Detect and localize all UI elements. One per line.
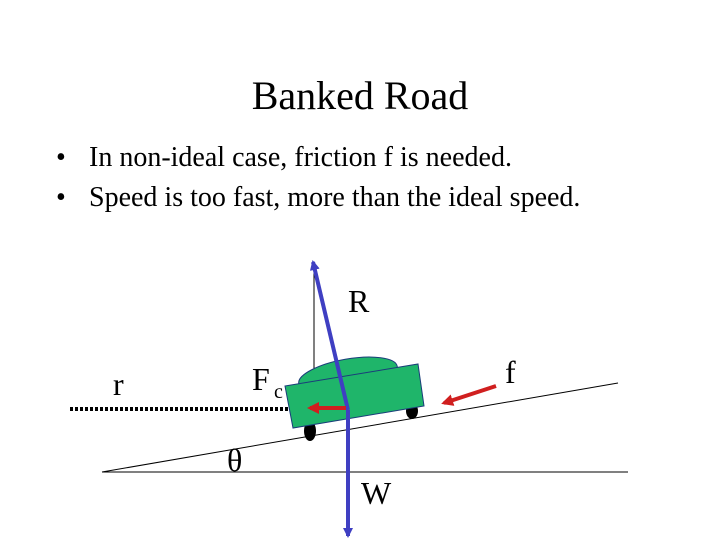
banked-road-surface: [101, 382, 619, 473]
car-body: [284, 363, 425, 429]
normal-force-arrow: [309, 260, 350, 411]
friction-arrow: [441, 384, 497, 406]
label-normal-force: R: [348, 283, 370, 319]
label-weight: W: [361, 475, 392, 511]
label-centripetal-force: F: [252, 361, 270, 397]
bullet-item-2: Speed is too fast, more than the ideal s…: [56, 178, 580, 218]
slide-title: Banked Road: [251, 73, 469, 118]
bullet-list: In non-ideal case, friction f is needed.…: [56, 138, 580, 218]
label-radius: r: [113, 366, 124, 402]
bullet-item-1: In non-ideal case, friction f is needed.: [56, 138, 580, 178]
label-friction: f: [505, 354, 516, 390]
label-angle: θ: [227, 442, 242, 478]
label-centripetal-subscript: c: [274, 381, 283, 403]
